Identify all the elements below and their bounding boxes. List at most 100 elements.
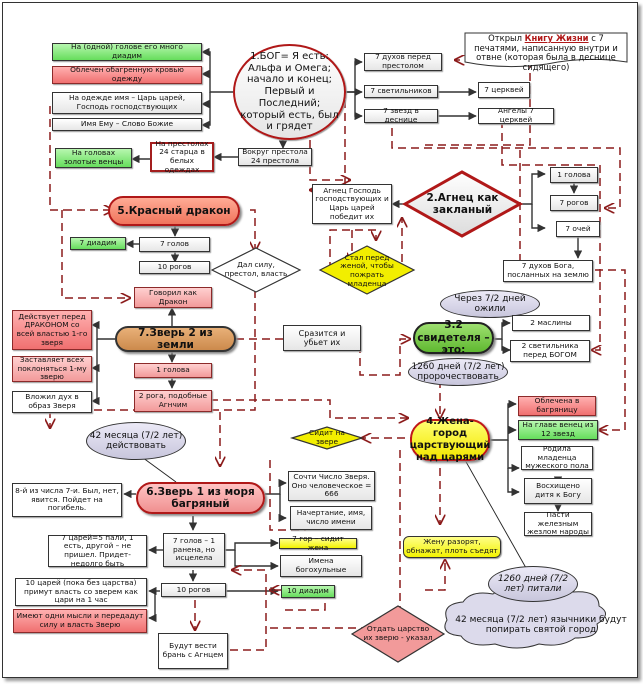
node-label: 7 голов [159,239,190,249]
relation-dashed [399,450,410,620]
node-label: Вокруг престола 24 престола [242,147,308,165]
woman-city-node[interactable]: 4.Жена-город царствующий над царями [410,416,491,462]
forces-worship-node[interactable]: Заставляет всех поклоняться 1-му зверю [12,355,92,382]
seven-stars-node[interactable]: 7 звезд в деснице [364,106,438,124]
mark-name-node[interactable]: Начертание, имя, число имени [290,506,372,530]
ten-kings-node[interactable]: 10 царей (пока без царства) примут власт… [15,578,147,606]
god-attribute-diadems[interactable]: На (одной) голове его много диадим [52,42,202,61]
two-lamps-node[interactable]: 2 светильника перед БОГОМ [510,340,590,362]
crowns-node[interactable]: На головах золотые венцы [55,148,132,168]
rule-iron-rod-node[interactable]: Пасти железным жезлом народы [524,510,592,536]
spoke-like-dragon-node[interactable]: Говорил как Дракон [134,287,212,308]
gave-spirit-image-node[interactable]: Вложил дух в образ Зверя [12,391,92,413]
connector [225,538,279,551]
beast-from-earth-node[interactable]: 7.Зверь 2 из земли [115,326,236,352]
fed-1260-days-ellipse[interactable]: 1260 дней (7/2 лет) питали [488,566,578,602]
relation-dashed [309,140,350,180]
gave-power-diamond-shape [210,247,302,293]
book-of-life-note[interactable]: Открыл Книгу Жизни с 7 печатями, написан… [465,33,627,72]
angels-node[interactable]: Ангелы 7 церквей [478,106,554,124]
seven-kings-node[interactable]: 7 царей=5 пали, 1 есть, другой – не приш… [48,533,147,568]
crown-12-stars-node[interactable]: На главе венец из 12 звезд [518,420,598,440]
lamb-seven-horns-node[interactable]: 7 рогов [550,195,598,211]
connector [148,591,157,623]
node-label: 7 очей [565,223,591,233]
seven-heads-wounded-node[interactable]: 7 голов – 1 ранена, но исцелела [163,533,225,567]
relation-dashed [49,106,113,210]
node-label: 1260 дней (7/2 лет) пророчествовать [411,361,505,382]
node-label: Дал силу, престол, власть [224,260,288,278]
lamb-one-head-node[interactable]: 1 голова [550,167,598,183]
churches-node[interactable]: 7 церквей [478,82,530,98]
blasphemous-names-node[interactable]: Имена богохульные [280,555,362,577]
two-witnesses-node[interactable]: 3.2 свидетеля – это: [413,319,494,356]
ten-horns-node[interactable]: 10 рогов [161,583,226,597]
seven-lampstands-node[interactable]: 7 светильников [364,85,438,98]
god-label: 1.БОГ= Я есть: Альфа и Омега; начало и к… [240,50,339,133]
relation-dashed [210,399,408,418]
node-label: Агнец Господь господствующих и Царь царе… [315,185,389,221]
acts-before-dragon-node[interactable]: Действует перед ДРАКОНОМ со всей властью… [12,310,92,350]
connector [501,339,511,355]
dragon-ten-horns-node[interactable]: 10 рогов [139,261,210,274]
god-node[interactable]: 1.БОГ= Я есть: Альфа и Омега; начало и к… [233,44,346,140]
node-label: На головах золотые венцы [63,148,124,166]
node-label: 1 голова [557,169,591,179]
dragon-seven-heads-node[interactable]: 7 голов [139,237,210,252]
prophesy-ellipse[interactable]: 1260 дней (7/2 лет) пророчествовать [408,358,508,386]
throne-node[interactable]: Вокруг престола 24 престола [238,147,312,166]
beast-from-sea-node[interactable]: 6.Зверь 1 из моря багряный [136,482,265,514]
lamb-node[interactable]: 2.Агнец как закланый [420,188,505,220]
bore-son-node[interactable]: Родила младенца мужеского пола [521,444,593,470]
node-label: 7 голов – 1 ранена, но исцелела [172,535,216,563]
two-olives-node[interactable]: 2 маслины [512,315,590,331]
node-label: 7 звезд в деснице [383,106,419,124]
beast2-one-head-node[interactable]: 1 голова [134,363,212,378]
god-attribute-word[interactable]: Имя Ему – Слово Божие [52,118,202,131]
lamb-diamond-shape [401,170,524,238]
clothed-scarlet-node[interactable]: Облечена в багряницу [518,396,596,416]
lamb-lord-node[interactable]: Агнец Господь господствующих и Царь царе… [312,184,392,224]
connector [265,478,287,495]
book-of-life-link[interactable]: Книгу Жизни [524,33,589,43]
god-attribute-robe[interactable]: Облечен обагренную кровью одежду [52,65,202,84]
seven-spirits-throne-node[interactable]: 7 духов перед престолом [364,52,442,71]
relation-dashed [310,100,346,190]
seven-spirits-earth-node[interactable]: 7 духов Бога, посланных на землю [503,260,593,282]
seven-hills-node[interactable]: 7 гор – сидит жена [279,534,357,551]
give-kingdom-node[interactable]: Отдать царство их зверю - указал [362,622,434,646]
stood-before-woman-node[interactable]: Стал перед женой, чтобы пожрать младенца [333,253,401,287]
act-42-months-ellipse[interactable]: 42 месяца (7/2 лет) действовать [86,422,186,460]
node-label: Облечена в багряницу [534,396,580,414]
node-label: Имя Ему – Слово Божие [80,119,174,129]
gave-power-node[interactable]: Дал силу, престол, власть [222,258,290,282]
node-label: На (одной) голове его много диадим [71,42,183,60]
devour-woman-node[interactable]: Жену разорят, обнажат, плоть съедят [403,536,501,558]
child-caught-up-node[interactable]: Восхищено дитя к Богу [524,478,592,504]
beast2-two-horns-node[interactable]: 2 рога, подобные Агнчим [134,390,212,412]
node-label: Имена богохульные [295,556,347,574]
one-mind-node[interactable]: Имеют одни мысли и передадут силу и влас… [13,609,147,633]
sits-on-beast-node[interactable]: Сидит на звере [300,429,354,446]
red-dragon-node[interactable]: 5.Красный дракон [108,196,240,226]
gentiles-cloud-node[interactable]: 42 месяца (7/2 лет) язычники будут попир… [450,608,632,642]
node-label: 7.Зверь 2 из земли [138,326,213,351]
node-label: 42 месяца (7/2 лет) язычники будут попир… [455,614,627,635]
ten-diadems-node[interactable]: 10 диадим [281,585,335,598]
revived-ellipse[interactable]: Через 7/2 дней ожили [440,290,540,318]
lamb-seven-eyes-node[interactable]: 7 очей [556,221,600,237]
relation-dashed [425,60,531,146]
connector [201,47,233,93]
node-label: 1 голова [156,365,190,375]
connector [91,320,115,340]
war-with-lamb-node[interactable]: Будут вести брань с Агнцем [158,633,228,669]
elders-node[interactable]: На престолах 24 старца в белых одеждах [150,139,214,174]
count-number-node[interactable]: Сочти Число Зверя. Оно человеческое = 66… [288,471,375,501]
dragon-seven-diadems-node[interactable]: 7 диадим [70,237,126,250]
god-attribute-name-king[interactable]: На одежде имя – Царь царей, Господь госп… [52,92,202,114]
fight-kill-node[interactable]: Сразится и убьет их [283,325,361,351]
eighth-king-node[interactable]: 8-й из числа 7-и. Был, нет, явится. Пойд… [12,483,122,517]
connector [201,92,211,130]
node-label: Будут вести брань с Агнцем [162,641,224,659]
